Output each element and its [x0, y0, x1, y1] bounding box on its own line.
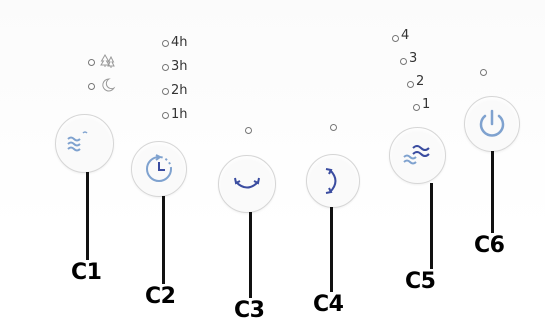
- speed-level-1: 1: [422, 97, 431, 112]
- timer-icon: [146, 154, 172, 182]
- callout-c4: C4: [313, 292, 344, 317]
- sleep-indicator-dot-2: [88, 83, 95, 90]
- timer-level-1h: 1h: [171, 107, 188, 122]
- callout-c2: C2: [145, 284, 176, 309]
- timer-dot-2h: [162, 88, 169, 95]
- wind-waves-icon: [403, 145, 430, 165]
- moon-icon: [102, 78, 116, 92]
- sleep-indicator-dot-1: [88, 59, 95, 66]
- speed-dot-3: [400, 58, 407, 65]
- callout-line-c2: [162, 196, 165, 284]
- callout-line-c6: [491, 151, 494, 233]
- speed-level-2: 2: [416, 74, 425, 89]
- callout-line-c1: [86, 172, 89, 260]
- callout-line-c3: [249, 212, 252, 298]
- speed-level-3: 3: [409, 51, 418, 66]
- horizontal-swing-button[interactable]: [218, 155, 276, 213]
- vertical-swing-indicator-dot: [330, 124, 337, 131]
- callout-c5: C5: [405, 269, 436, 294]
- wind-moon-icon: [67, 131, 97, 157]
- callout-line-c5: [430, 183, 433, 269]
- callout-c6: C6: [474, 233, 505, 258]
- power-indicator-dot: [480, 69, 487, 76]
- timer-dot-1h: [162, 112, 169, 119]
- power-button[interactable]: [464, 96, 520, 152]
- callout-line-c4: [330, 207, 333, 292]
- speed-button[interactable]: [389, 127, 446, 184]
- timer-level-3h: 3h: [171, 59, 188, 74]
- power-icon: [479, 109, 505, 137]
- speed-dot-2: [407, 81, 414, 88]
- speed-level-4: 4: [401, 28, 410, 43]
- speed-dot-4: [392, 35, 399, 42]
- tree-icon: [100, 54, 115, 68]
- timer-dot-4h: [162, 40, 169, 47]
- vertical-swing-icon: [325, 168, 337, 194]
- timer-button[interactable]: [131, 141, 187, 197]
- sleep-mode-button[interactable]: [55, 114, 114, 173]
- callout-c1: C1: [71, 260, 102, 285]
- timer-level-4h: 4h: [171, 35, 188, 50]
- speed-dot-1: [413, 104, 420, 111]
- callout-c3: C3: [234, 298, 265, 323]
- horizontal-swing-icon: [234, 177, 260, 189]
- timer-level-2h: 2h: [171, 83, 188, 98]
- timer-dot-3h: [162, 64, 169, 71]
- horizontal-swing-indicator-dot: [245, 127, 252, 134]
- vertical-swing-button[interactable]: [306, 154, 360, 208]
